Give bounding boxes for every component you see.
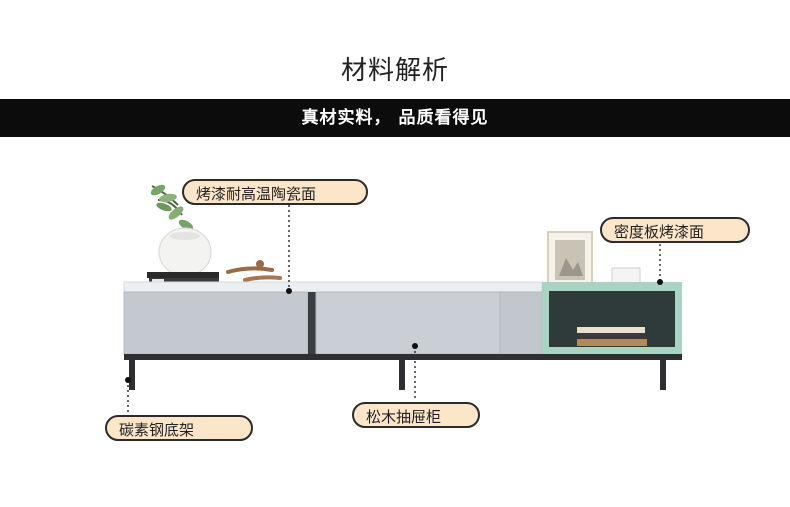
leg-2 bbox=[399, 360, 405, 390]
callout-density-board: 密度板烤漆面 bbox=[600, 217, 750, 243]
leg-3 bbox=[660, 360, 666, 390]
page-title: 材料解析 bbox=[340, 56, 449, 86]
ceramic-top bbox=[123, 281, 543, 293]
callout-ceramic-top: 烤漆耐高温陶瓷面 bbox=[182, 179, 368, 205]
steel-base-rail bbox=[124, 354, 682, 360]
drawer-left bbox=[123, 291, 309, 355]
plant-decor bbox=[150, 184, 212, 277]
callout-pine-drawer: 松木抽屉柜 bbox=[352, 402, 480, 428]
callout-steel-frame: 碳素钢底架 bbox=[105, 415, 253, 441]
divider-post bbox=[308, 292, 316, 354]
subtitle-band: 真材实料， 品质看得见 bbox=[0, 99, 790, 137]
subtitle-text: 真材实料， 品质看得见 bbox=[301, 108, 489, 128]
wood-ornament bbox=[226, 260, 282, 282]
book-stack-right bbox=[577, 327, 647, 346]
photo-frame bbox=[547, 231, 593, 289]
drawer-right bbox=[499, 291, 543, 355]
leader-lines bbox=[127, 205, 661, 414]
leader-dots bbox=[125, 279, 663, 383]
leg-1 bbox=[129, 360, 135, 390]
drawer-center bbox=[315, 291, 501, 355]
